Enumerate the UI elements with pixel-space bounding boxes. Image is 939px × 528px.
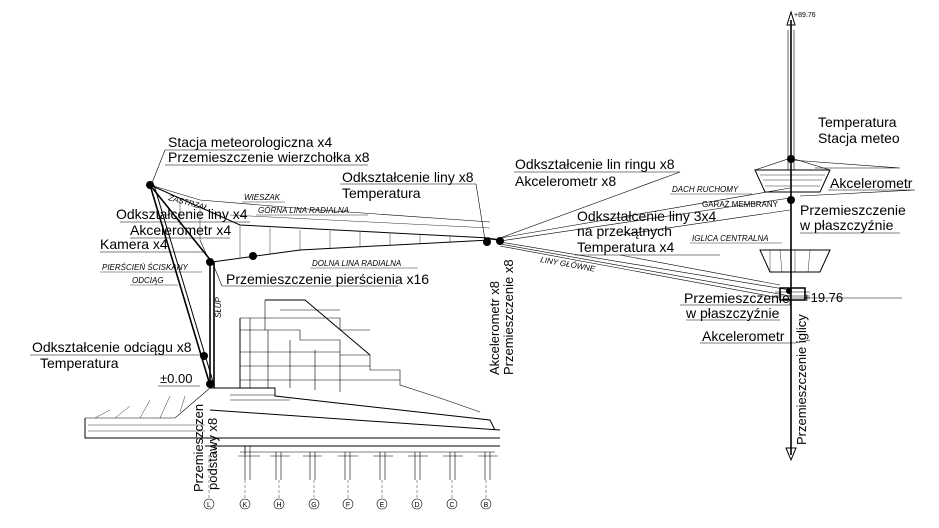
axis-K: K [243,502,248,509]
label-plane-displacement-2: w płaszczyźnie [799,217,894,233]
label-base-displacement-2: podstawy x8 [205,418,220,490]
label-temperature-backstay: Temperatura [40,355,119,371]
leader-lines [30,149,916,356]
label-diagonal-strain-1: Odkształcenie liny 3x4 [577,208,717,224]
label-temperature-mid: Temperatura [342,185,421,201]
substructure [84,299,501,480]
label-gorna-lina: GÓRNA LINA RADIALNA [258,206,349,215]
label-plane-displacement-low-2: w płaszczyźnie [685,305,780,321]
label-ring-displacement: Przemieszczenie pierścienia x16 [226,271,429,287]
label-accelerometer-vertical: Akcelerometr x8 [487,281,502,375]
label-accelerometer-low: Akcelerometr [702,328,785,344]
label-base-displacement-1: Przemieszczen [191,404,206,492]
label-cable-strain-left: Odkształcenie liny x4 [116,206,248,222]
label-accelerometer-left: Akcelerometr x4 [130,222,231,238]
label-top-displacement: Przemieszczenie wierzchołka x8 [168,149,370,165]
label-iglica: IGLICA CENTRALNA [692,234,769,243]
elevation-mid: +19.76 [803,290,843,305]
axis-G: G [311,502,316,509]
label-accelerometer-right: Akcelerometr [830,175,913,191]
axis-E: E [380,502,385,509]
axis-B: B [484,502,489,509]
label-pierscien: PIERŚCIEŃ ŚCISKANY [102,263,188,272]
label-wieszak: WIESZAK [244,193,281,202]
elevation-ground: ±0.00 [160,371,192,386]
axis-L: L [207,502,211,509]
grid-axes: L K H G F E D C B [203,455,492,510]
axis-F: F [346,502,350,509]
label-dolna-lina: DOLNA LINA RADIALNA [312,259,401,268]
label-cable-strain-mid: Odkształcenie liny x8 [342,169,474,185]
label-temperature-top: Temperatura [818,114,897,130]
label-plane-displacement-1: Przemieszczenie [800,202,906,218]
label-liny-glowne: LINY GŁÓWNE [540,255,597,274]
axis-H: H [276,502,281,509]
label-dach-ruchomy: DACH RUCHOMY [672,185,739,194]
label-ring-line-strain: Odkształcenie lin ringu x8 [515,156,675,172]
label-temperature-x4: Temperatura x4 [577,239,674,255]
roof-structure [149,184,791,388]
label-meteo-top: Stacja meteo [818,130,900,146]
label-slup: SŁUP [214,296,223,318]
label-accelerometer-ring: Akcelerometr x8 [515,173,616,189]
label-displacement-vertical: Przemieszczenie x8 [501,259,516,375]
label-meteo-station: Stacja meteorologiczna x4 [168,134,332,150]
axis-C: C [449,502,454,509]
axis-D: D [414,502,419,509]
label-backstay-strain: Odkształcenie odciągu x8 [32,339,192,355]
measurement-labels: Stacja meteorologiczna x4 Przemieszczeni… [32,114,913,492]
sensor-markers [146,155,795,388]
label-odciag: ODCIĄG [132,276,164,285]
structural-labels: ZASTRZAŁ WIESZAK GÓRNA LINA RADIALNA PIE… [100,185,782,318]
label-garaz: GARAŻ MEMBRANY [702,200,779,209]
label-plane-displacement-low-1: Przemieszczenie [684,290,790,306]
elevation-top: +89.76 [794,12,816,19]
elevation-marks: +89.76 +19.76 ±0.00 [158,12,843,387]
label-spire-displacement: Przemieszczenie iglicy [794,314,809,445]
label-camera: Kamera x4 [100,236,168,252]
label-diagonal-strain-2: na przekątnych [577,223,672,239]
